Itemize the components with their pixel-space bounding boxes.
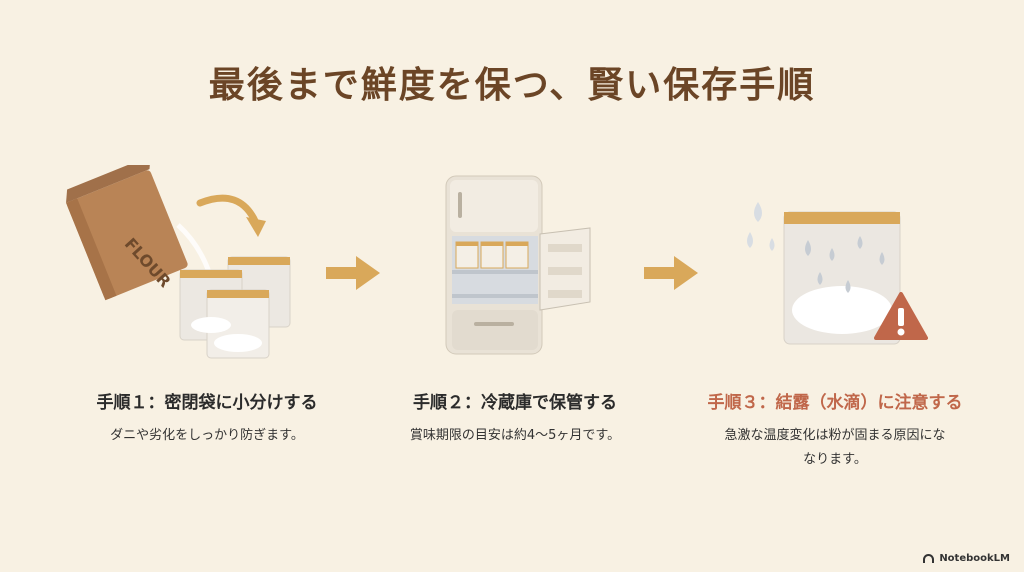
- step-2-description: 賞味期限の目安は約4〜5ヶ月です。: [409, 428, 621, 443]
- step-3-description: 急激な温度変化は粉が固まる原因にな なります。: [690, 424, 980, 472]
- page-title: 最後まで鮮度を保つ、賢い保存手順: [208, 65, 816, 106]
- step-3-description-line-1: 急激な温度変化は粉が固まる原因にな: [724, 428, 946, 443]
- notebooklm-logo-icon: [923, 554, 935, 563]
- step-3-title: 手順３：結露（水滴）に注意する: [707, 393, 963, 413]
- arrow-icon: [326, 256, 380, 290]
- step-1-title: 手順１：密閉袋に小分けする: [96, 393, 318, 413]
- refrigerator-illustration: [445, 175, 591, 355]
- step-2-title: 手順２：冷蔵庫で保管する: [413, 393, 617, 413]
- badge-text: NotebookLM: [939, 553, 1010, 564]
- flour-bag-illustration: FLOUR: [66, 165, 291, 359]
- arrow-icon: [644, 256, 698, 290]
- step-1-description: ダニや劣化をしっかり防ぎます。: [110, 428, 304, 443]
- condensation-illustration: [747, 202, 901, 345]
- warning-icon: [874, 292, 928, 340]
- step-3-description-line-2: なります。: [803, 452, 867, 467]
- notebooklm-badge: NotebookLM: [923, 553, 1010, 564]
